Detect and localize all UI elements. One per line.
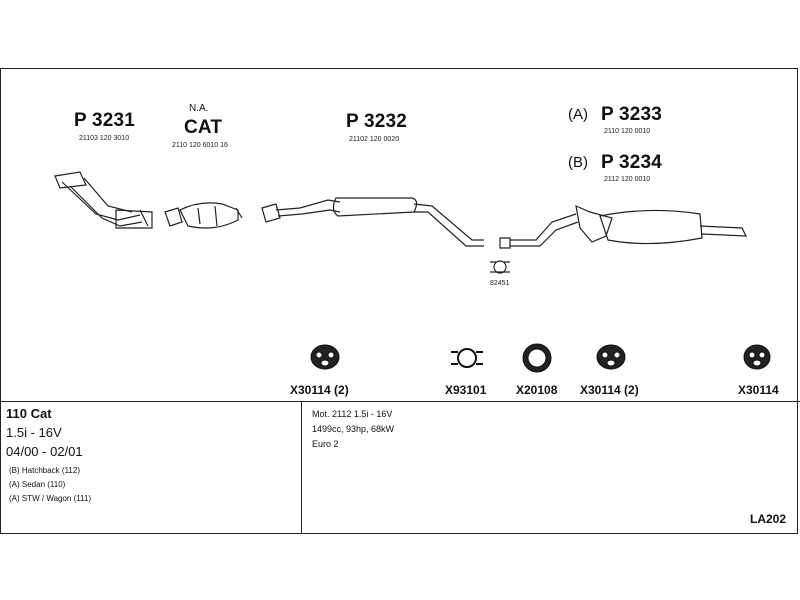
fitting-code-5: X30114 [738,383,779,397]
rubber-hanger-icon-3 [743,344,771,370]
part-number-p3232: 21102 120 0020 [349,136,400,143]
gasket-ring-icon [522,343,552,373]
fitting-code-4: X30114 (2) [580,383,639,397]
variant-b-label: (B) [568,154,588,171]
engine-info-line-3: Euro 2 [312,439,339,449]
middle-pipe-drawing [261,197,484,247]
engine-info-line-2: 1499cc, 93hp, 68kW [312,424,395,434]
vehicle-engine: 1.5i - 16V [6,425,62,440]
vehicle-variant-3: (A) STW / Wagon (111) [9,494,92,503]
front-pipe-drawing [54,171,153,229]
divider-vertical [301,402,302,534]
variant-a-label: (A) [568,106,588,123]
fitting-code-3: X20108 [516,383,558,397]
part-code-p3234: P 3234 [601,152,663,173]
clamp-part-number: 82451 [490,280,510,287]
part-number-p3231: 21103 120 3010 [79,135,130,142]
rear-silencer-drawing [499,205,747,249]
clamp-icon [451,348,483,368]
diagram-code: LA202 [750,512,787,526]
engine-info-line-1: Mot. 2112 1.5i - 16V [312,409,393,419]
diagram-frame [0,68,798,534]
fitting-code-2: X93101 [445,383,487,397]
cat-note: N.A. [189,103,209,114]
part-code-p3231: P 3231 [74,110,136,131]
rubber-hanger-icon-2 [596,344,626,370]
divider-horizontal [0,401,800,402]
part-code-p3232: P 3232 [346,111,408,132]
vehicle-model: 110 Cat [6,406,52,421]
part-code-p3233: P 3233 [601,104,663,125]
vehicle-variant-2: (A) Sedan (110) [9,480,66,489]
rubber-hanger-icon-1 [310,344,340,370]
part-number-cat: 2110 120 6010 16 [172,142,228,149]
part-number-p3234: 2112 120 0010 [604,176,651,183]
vehicle-variant-1: (B) Hatchback (112) [9,466,80,475]
clamp-82451-drawing [490,260,510,274]
catalytic-converter-drawing [164,202,243,229]
vehicle-years: 04/00 - 02/01 [6,444,83,459]
fitting-code-1: X30114 (2) [290,383,349,397]
part-code-cat: CAT [184,117,223,138]
part-number-p3233: 2110 120 0010 [604,128,651,135]
